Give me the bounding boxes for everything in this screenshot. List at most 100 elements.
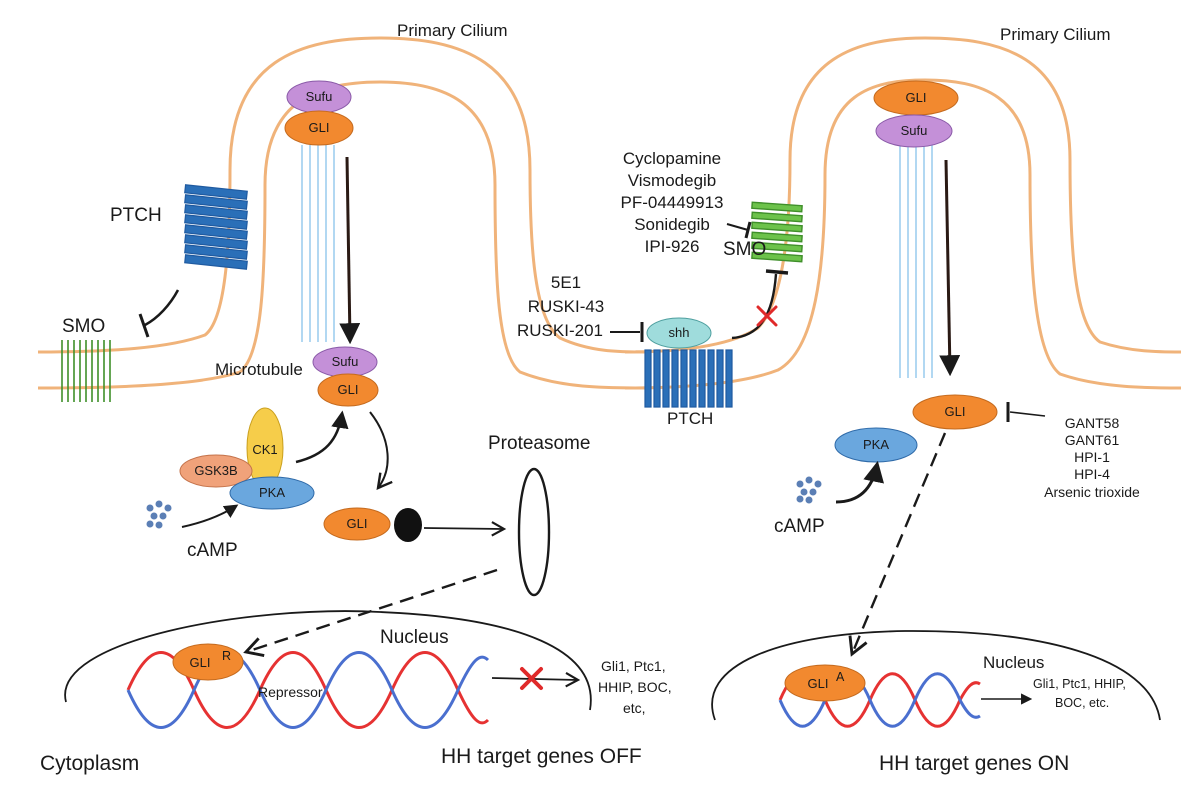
svg-text:shh: shh — [669, 325, 690, 340]
left-sufu-lower: Sufu — [312, 346, 378, 378]
svg-text:GLI: GLI — [347, 516, 368, 531]
right-microtubule-bundle — [899, 140, 933, 378]
smo-inhibitor-3: PF-04449913 — [620, 193, 723, 212]
left-to-proteasome-arrow — [423, 521, 507, 537]
svg-text:GLI: GLI — [190, 655, 211, 670]
right-transport-arrow — [939, 159, 961, 377]
left-camp-label: cAMP — [187, 540, 238, 561]
right-camp-molecules — [796, 476, 822, 504]
left-repressor-label: Repressor — [258, 684, 323, 700]
left-nucleus-label: Nucleus — [380, 627, 449, 648]
left-panel: Sufu GLI PTCH — [37, 21, 672, 775]
svg-text:A: A — [836, 670, 845, 684]
right-status-label: HH target genes ON — [879, 752, 1069, 775]
svg-text:CK1: CK1 — [252, 442, 277, 457]
left-sufu-top: Sufu — [286, 80, 352, 114]
right-gli-top: GLI — [873, 80, 959, 116]
left-block-x-icon — [520, 667, 543, 690]
ptch-to-smo-inhibition — [731, 273, 778, 340]
left-ck1: CK1 — [246, 407, 284, 489]
smo-inhibitor-5: IPI-926 — [645, 237, 700, 256]
right-pka: PKA — [834, 427, 918, 463]
smo-inhibition-line — [726, 223, 749, 231]
shh-inhibitor-1: 5E1 — [551, 273, 581, 292]
right-target-genes-line2: BOC, etc. — [1055, 696, 1109, 710]
right-nucleus-membrane — [711, 630, 1161, 721]
right-ptch-receptor — [644, 349, 733, 408]
shh-inhibitor-3: RUSKI-201 — [517, 321, 603, 340]
left-camp-to-pka-arrow — [181, 504, 239, 528]
right-nucleus-label: Nucleus — [983, 653, 1044, 672]
svg-text:Sufu: Sufu — [901, 123, 928, 138]
right-ptch-label: PTCH — [667, 409, 713, 428]
left-microtubule-label: Microtubule — [215, 360, 303, 379]
right-camp-label: cAMP — [774, 516, 825, 537]
gli-inhibitor-1: GANT58 — [1065, 415, 1120, 431]
left-nucleus-membrane — [64, 610, 592, 711]
right-smo-label: SMO — [723, 239, 766, 260]
svg-text:Sufu: Sufu — [306, 89, 333, 104]
right-activator-path-arrow — [848, 432, 947, 657]
left-target-genes-line3: etc, — [623, 700, 646, 716]
left-proteasome — [517, 467, 551, 597]
left-smo-label: SMO — [62, 316, 105, 337]
right-panel: GLI Sufu SMO Cyclopamine Vismodegib PF-0… — [517, 25, 1181, 775]
ptch-to-smo-bar — [765, 269, 789, 275]
right-target-genes-line1: Gli1, Ptc1, HHIP, — [1033, 677, 1126, 691]
svg-text:PKA: PKA — [259, 485, 285, 500]
svg-text:GSK3B: GSK3B — [194, 463, 237, 478]
svg-text:R: R — [222, 649, 231, 663]
svg-text:GLI: GLI — [309, 120, 330, 135]
left-microtubule-bundle — [301, 145, 335, 342]
smo-inhibitor-4: Sonidegib — [634, 215, 710, 234]
left-ptch-inhibits-smo — [144, 289, 180, 327]
gli-inhibition-line — [1009, 411, 1046, 417]
left-dna-strand-blue — [126, 651, 490, 729]
left-cilium-membrane-inner — [37, 80, 646, 390]
left-pka: PKA — [229, 476, 315, 510]
left-ptch-label: PTCH — [110, 205, 162, 226]
left-gli-repressor: GLI R — [172, 643, 244, 681]
left-ptch-receptor — [184, 184, 248, 270]
right-camp-to-pka-arrow — [835, 460, 884, 504]
left-target-genes-line1: Gli1, Ptc1, — [601, 658, 666, 674]
gli-inhibitor-3: HPI-1 — [1074, 449, 1110, 465]
gli-inhibitor-5: Arsenic trioxide — [1044, 484, 1140, 500]
right-block-x-icon — [756, 305, 778, 327]
left-inhibit-bar — [138, 313, 150, 338]
left-cilium-title: Primary Cilium — [397, 21, 508, 40]
right-smo-receptor — [751, 201, 803, 263]
svg-text:Sufu: Sufu — [332, 354, 359, 369]
right-cilium-title: Primary Cilium — [1000, 25, 1111, 44]
left-smo-receptor — [61, 340, 111, 402]
left-kinase-to-gli-arrow — [295, 410, 349, 464]
svg-text:GLI: GLI — [906, 90, 927, 105]
gli-inhibitor-2: GANT61 — [1065, 432, 1120, 448]
right-dna-strand-blue — [778, 672, 981, 728]
left-gli-degraded: GLI — [323, 507, 422, 542]
gli-inhibitor-4: HPI-4 — [1074, 466, 1110, 482]
svg-text:PKA: PKA — [863, 437, 889, 452]
svg-text:GLI: GLI — [338, 382, 359, 397]
shh-ligand: shh — [646, 317, 712, 349]
cytoplasm-label: Cytoplasm — [40, 752, 139, 775]
left-transcription-arrow — [491, 672, 581, 688]
right-gli-active: GLI — [912, 394, 998, 430]
smo-inhibitor-2: Vismodegib — [628, 171, 717, 190]
left-status-label: HH target genes OFF — [441, 745, 642, 768]
smo-inhibition-bar — [744, 221, 752, 239]
svg-text:GLI: GLI — [808, 676, 829, 691]
right-cilium-membrane-inner — [624, 78, 1181, 390]
left-gli-top: GLI — [284, 110, 354, 146]
left-transport-arrow — [339, 156, 361, 345]
left-gli-lower: GLI — [317, 373, 379, 407]
left-target-genes-line2: HHIP, BOC, — [598, 679, 672, 695]
left-gsk3b: GSK3B — [179, 454, 253, 488]
right-sufu-top: Sufu — [875, 114, 953, 148]
left-proteasome-label: Proteasome — [488, 433, 590, 454]
smo-inhibitor-1: Cyclopamine — [623, 149, 721, 168]
left-camp-molecules — [146, 500, 172, 529]
left-gli-cleavage-arrow — [369, 411, 393, 490]
